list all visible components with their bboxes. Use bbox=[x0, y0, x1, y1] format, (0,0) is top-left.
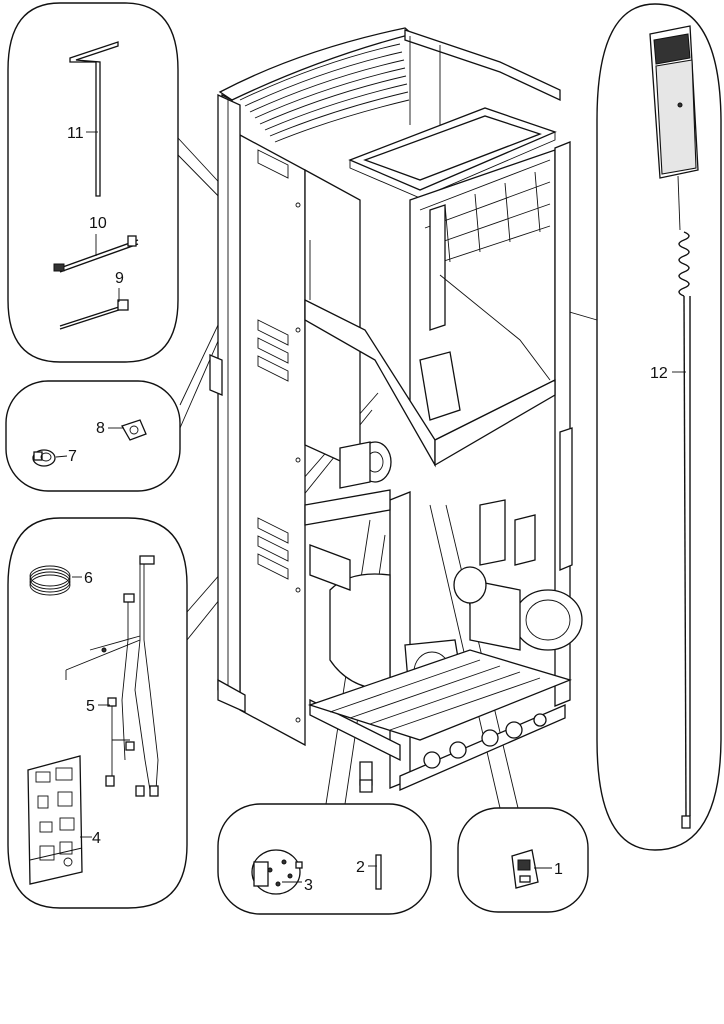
group-outline-1 bbox=[457, 807, 589, 913]
group-outline-12 bbox=[596, 3, 722, 851]
front-knobs bbox=[423, 713, 547, 769]
part-1-power-socket bbox=[511, 849, 539, 889]
combustion-fan bbox=[453, 566, 583, 651]
callout-6: 6 bbox=[84, 570, 93, 587]
auger-motor bbox=[339, 441, 392, 489]
pellet-stove-body bbox=[209, 27, 583, 793]
group-outline-3-2 bbox=[217, 803, 432, 915]
feeder-chute bbox=[304, 298, 556, 468]
part-12-display-probe bbox=[649, 25, 699, 829]
part-2-pin bbox=[375, 854, 382, 890]
callout-10: 10 bbox=[89, 215, 107, 232]
top-vent-grille bbox=[239, 43, 410, 143]
callout-2: 2 bbox=[356, 859, 365, 876]
group-outline-8-7 bbox=[5, 380, 181, 492]
hopper-lid-opening bbox=[348, 107, 557, 199]
ash-tray-base bbox=[307, 649, 572, 741]
part-4-control-board bbox=[27, 755, 83, 885]
part-5-wiring-harness bbox=[65, 555, 159, 797]
callout-1: 1 bbox=[554, 861, 563, 878]
callout-4: 4 bbox=[92, 830, 101, 847]
part-10-sensor-probe bbox=[53, 235, 139, 273]
callout-5: 5 bbox=[86, 698, 95, 715]
group-outline-6-5-4 bbox=[7, 517, 188, 909]
callout-3: 3 bbox=[304, 877, 313, 894]
leader-7 bbox=[55, 455, 68, 458]
callout-8: 8 bbox=[96, 420, 105, 437]
part-11-rod bbox=[69, 41, 119, 197]
callout-7: 7 bbox=[68, 448, 77, 465]
callout-9: 9 bbox=[115, 270, 124, 287]
part-8-clip-sensor bbox=[121, 419, 147, 441]
callout-11: 11 bbox=[67, 125, 84, 142]
part-6-tube-coil bbox=[29, 565, 71, 596]
part-3-pressure-switch bbox=[251, 849, 303, 895]
callout-12: 12 bbox=[650, 365, 668, 382]
group-outline-11-10-9 bbox=[7, 2, 179, 363]
left-side-panel bbox=[239, 133, 306, 747]
part-7-thermostat bbox=[32, 449, 56, 467]
part-9-thermocouple bbox=[59, 299, 129, 330]
